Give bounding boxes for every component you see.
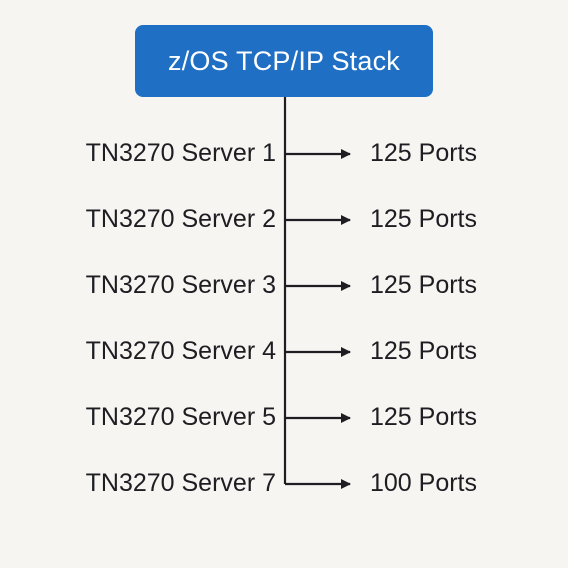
ports-label: 100 Ports [370, 469, 478, 497]
tcpip-stack-box: z/OS TCP/IP Stack [135, 25, 433, 97]
server-label: TN3270 Server 5 [85, 403, 276, 431]
ports-label: 125 Ports [370, 139, 478, 167]
ports-label: 125 Ports [370, 337, 478, 365]
ports-label: 125 Ports [370, 271, 478, 299]
server-label: TN3270 Server 4 [85, 337, 276, 365]
server-label: TN3270 Server 3 [85, 271, 276, 299]
ports-label: 125 Ports [370, 403, 478, 431]
tcpip-stack-title: z/OS TCP/IP Stack [168, 45, 400, 76]
server-label: TN3270 Server 2 [85, 205, 276, 233]
ports-label: 125 Ports [370, 205, 478, 233]
server-label: TN3270 Server 1 [85, 139, 276, 167]
server-label: TN3270 Server 7 [85, 469, 276, 497]
